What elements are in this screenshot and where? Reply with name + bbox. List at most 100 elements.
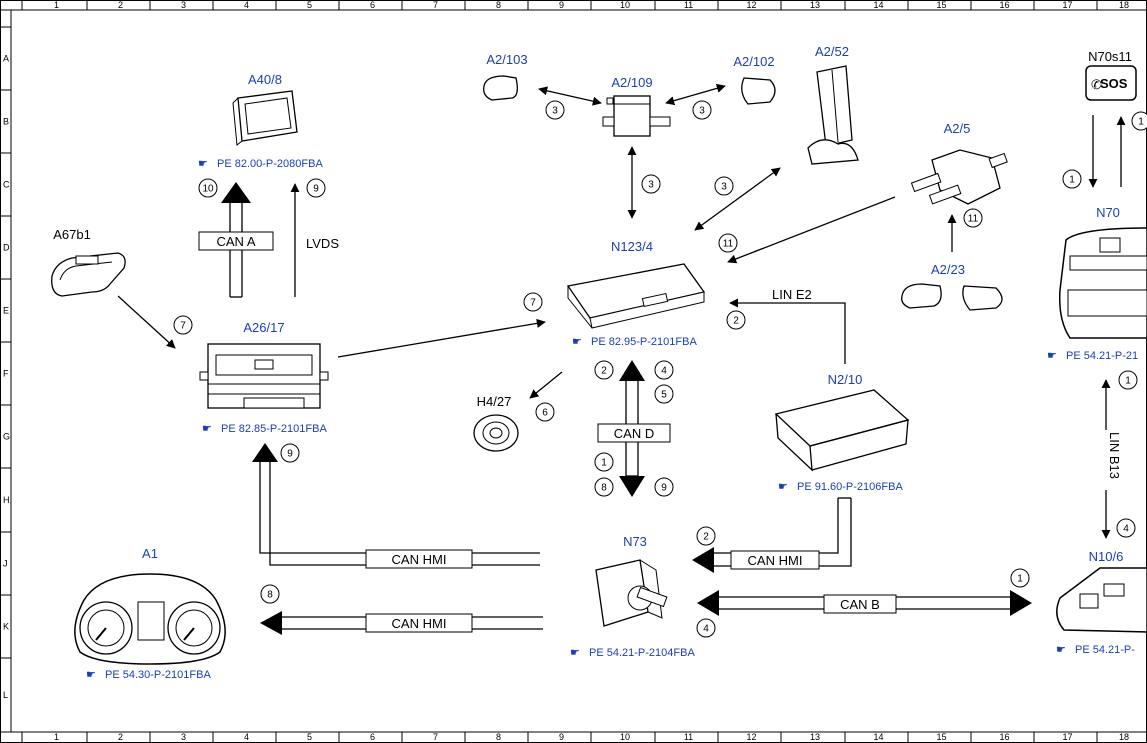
grid-col-label-top: 2 [118, 0, 123, 10]
ref-a26-17[interactable]: ☛ PE 82.85-P-2101FBA [202, 423, 327, 435]
grid-col-label-bottom: 15 [936, 732, 946, 742]
callout-number: 2 [703, 532, 709, 543]
callout-number: 3 [699, 106, 705, 117]
callout-circle [654, 384, 674, 404]
callout-number: 1 [1069, 175, 1075, 186]
label-n123-4: N123/4 [611, 239, 653, 254]
a2-102-mirror [741, 77, 776, 105]
grid-col-label-top: 5 [307, 0, 312, 10]
ref-n2-10[interactable]: ☛ PE 91.60-P-2106FBA [778, 481, 903, 493]
can-hmi-a1-link: CAN HMI [260, 611, 543, 635]
callout-number: 2 [733, 316, 739, 327]
callout-circle [1010, 568, 1030, 588]
callout-circle [260, 584, 280, 604]
callout-circle [692, 100, 712, 120]
a26-n123-link [337, 318, 546, 358]
grid-col-label-bottom: 12 [746, 732, 756, 742]
callout-number: 7 [180, 321, 186, 332]
grid-col-label-top: 15 [936, 0, 946, 10]
ref-n70[interactable]: ☛ PE 54.21-P-21 [1047, 350, 1138, 362]
label-n70: N70 [1096, 205, 1120, 220]
ref-n73[interactable]: ☛ PE 54.21-P-2104FBA [570, 647, 695, 659]
callout-number: 1 [1125, 376, 1131, 387]
grid-col-label-bottom: 8 [496, 732, 501, 742]
pointing-hand-icon: ☛ [572, 336, 582, 348]
can-b-link: CAN B [697, 590, 1032, 616]
a2-103-mirror [483, 75, 518, 101]
ref-a26-17-text: PE 82.85-P-2101FBA [221, 423, 327, 435]
n2-10-module [774, 389, 910, 472]
callout-number: 1 [1017, 574, 1023, 585]
pointing-hand-icon: ☛ [198, 158, 208, 170]
grid-col-label-top: 4 [244, 0, 249, 10]
a2-5-module [910, 149, 1008, 205]
callout-circle [641, 174, 661, 194]
callout-number: 9 [287, 449, 293, 460]
ref-a1[interactable]: ☛ PE 54.30-P-2101FBA [86, 669, 211, 681]
label-n73: N73 [623, 534, 647, 549]
grid-col-label-bottom: 18 [1119, 732, 1129, 742]
ref-a40-8[interactable]: ☛ PE 82.00-P-2080FBA [198, 158, 323, 170]
callout-number: 2 [601, 366, 607, 377]
inner-frame [10, 9, 1147, 733]
a2-52-antenna [807, 65, 859, 165]
label-a2-102: A2/102 [733, 54, 774, 69]
callout-circle [654, 477, 674, 497]
pointing-hand-icon: ☛ [1056, 644, 1066, 656]
label-h4-27: H4/27 [477, 394, 512, 409]
ref-n123-4-text: PE 82.95-P-2101FBA [591, 336, 697, 348]
a2-52-link [694, 167, 781, 231]
label-n10-6: N10/6 [1089, 549, 1124, 564]
callout-circle [963, 208, 983, 228]
can-d-label: CAN D [614, 426, 654, 441]
callout-circle [718, 233, 738, 253]
sos-icon: SOS [1100, 76, 1128, 91]
callout-number: 7 [530, 298, 536, 309]
callout-number: 6 [542, 408, 548, 419]
can-hmi-label-3: CAN HMI [748, 553, 803, 568]
lvds-label: LVDS [306, 236, 339, 251]
ref-n10-6[interactable]: ☛ PE 54.21-P- [1056, 644, 1135, 656]
grid-col-label-top: 13 [810, 0, 820, 10]
grid-col-label-bottom: 9 [559, 732, 564, 742]
a26-17-head-unit [199, 343, 329, 409]
can-hmi-label-1: CAN HMI [392, 552, 447, 567]
label-n2-10: N2/10 [828, 372, 863, 387]
callout-circle [654, 360, 674, 380]
grid-col-label-top: 8 [496, 0, 501, 10]
grid-col-label-bottom: 2 [118, 732, 123, 742]
callout-number: 1 [1138, 117, 1144, 128]
label-a40-8: A40/8 [248, 72, 282, 87]
callout-circle [696, 618, 716, 638]
callout-circle [173, 315, 193, 335]
ref-a40-8-text: PE 82.00-P-2080FBA [217, 158, 323, 170]
ref-n123-4[interactable]: ☛ PE 82.95-P-2101FBA [572, 336, 697, 348]
lin-b13-label: LIN B13 [1107, 432, 1122, 479]
a2-102-link [665, 83, 726, 106]
grid-row-label: A [3, 54, 9, 64]
can-a-label: CAN A [216, 234, 255, 249]
ref-a1-text: PE 54.30-P-2101FBA [105, 669, 211, 681]
a1-instrument-cluster [74, 573, 226, 665]
grid-col-label-bottom: 17 [1062, 732, 1072, 742]
callout-number: 9 [661, 483, 667, 494]
grid-col-label-top: 12 [746, 0, 756, 10]
grid-col-label-bottom: 16 [999, 732, 1009, 742]
callout-number: 4 [1123, 524, 1129, 535]
phone-icon: ✆ [1091, 77, 1102, 92]
grid-col-label-bottom: 6 [370, 732, 375, 742]
can-b-label: CAN B [840, 597, 880, 612]
can-hmi-label-2: CAN HMI [392, 616, 447, 631]
callout-number: 4 [661, 366, 667, 377]
callout-number: 11 [968, 214, 979, 225]
grid-row-label: L [3, 690, 8, 700]
n10-6-module [1056, 567, 1147, 633]
callout-number: 11 [723, 239, 734, 250]
lin-b13-link: LIN B13 [1099, 379, 1122, 539]
a2-5-link [727, 196, 896, 264]
lin-e2-link: LIN E2 [729, 287, 846, 364]
grid-col-label-top: 10 [620, 0, 630, 10]
